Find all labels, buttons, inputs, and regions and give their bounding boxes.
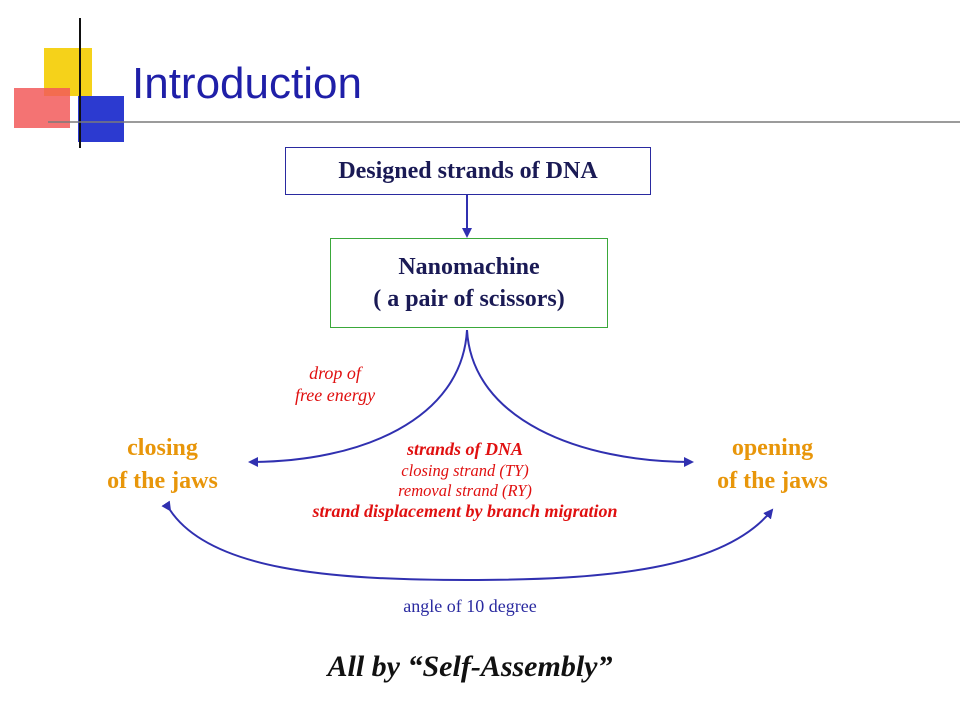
arrow-to-opening	[466, 329, 694, 467]
arrow-bottom-cycle	[161, 500, 774, 582]
opening-line1: opening	[731, 435, 814, 461]
free-energy-note: drop of free energy	[260, 363, 410, 406]
strands-notes: strands of DNA closing strand (TY) remov…	[230, 439, 700, 523]
arrow-to-closing	[248, 329, 468, 467]
energy-line2: free energy	[294, 384, 376, 405]
angle-note: angle of 10 degree	[403, 596, 537, 616]
nanomachine-box: Nanomachine ( a pair of scissors)	[330, 238, 608, 328]
closing-line1: closing	[127, 435, 198, 461]
energy-line1: drop of	[309, 363, 361, 383]
closing-line2: of the jaws	[107, 468, 218, 495]
nanomachine-sublabel: ( a pair of scissors)	[373, 286, 565, 312]
self-assembly-footer: All by “Self-Assembly”	[327, 650, 613, 683]
strands-line4: strand displacement by branch migration	[312, 501, 618, 522]
nanomachine-label: Nanomachine	[398, 253, 540, 280]
strands-line2: closing strand (TY)	[401, 460, 529, 480]
strands-line1: strands of DNA	[406, 439, 524, 459]
designed-dna-box: Designed strands of DNA	[285, 147, 651, 195]
strands-line3: removal strand (RY)	[398, 481, 532, 501]
opening-line2: of the jaws	[717, 468, 828, 495]
closing-jaws-label: closing of the jaws	[80, 432, 245, 498]
opening-jaws-label: opening of the jaws	[690, 432, 855, 498]
slide-title: Introduction	[132, 59, 362, 108]
logo-square-blue	[78, 96, 124, 142]
